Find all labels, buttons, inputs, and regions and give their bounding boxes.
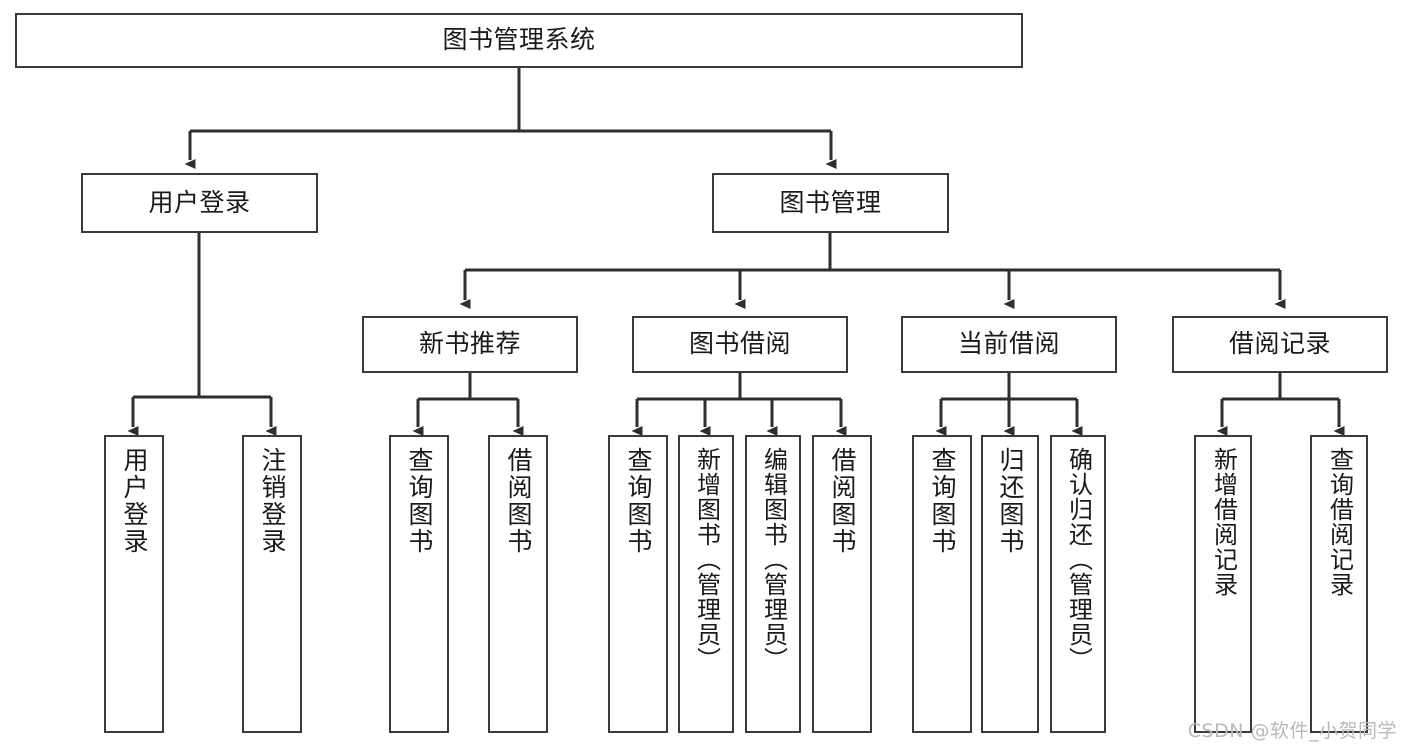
node-book-borrow-label: 图书借阅 (688, 329, 791, 359)
node-borrow-record[interactable]: 借阅记录 (1172, 316, 1388, 373)
node-leaf-return-book[interactable]: 归还图书 (981, 435, 1039, 733)
node-leaf-add-book[interactable]: 新增图书（管理员） (678, 435, 734, 733)
node-leaf-query-record-label: 查询借阅记录 (1325, 447, 1354, 597)
node-leaf-logout-label: 注销登录 (258, 447, 287, 555)
node-leaf-user-login-label: 用户登录 (120, 447, 149, 555)
node-leaf-add-book-label: 新增图书（管理员） (692, 447, 721, 672)
node-leaf-query-book-2-label: 查询图书 (624, 447, 653, 555)
node-leaf-query-book-1[interactable]: 查询图书 (389, 435, 449, 733)
node-leaf-confirm-return[interactable]: 确认归还（管理员） (1050, 435, 1106, 733)
node-current-borrow-label: 当前借阅 (957, 329, 1060, 359)
node-leaf-borrow-book-2-label: 借阅图书 (828, 447, 857, 555)
node-user-login[interactable]: 用户登录 (81, 173, 318, 233)
node-root[interactable]: 图书管理系统 (15, 13, 1023, 68)
node-leaf-query-book-2[interactable]: 查询图书 (608, 435, 668, 733)
node-leaf-query-book-3[interactable]: 查询图书 (912, 435, 972, 733)
node-root-label: 图书管理系统 (442, 25, 596, 55)
node-leaf-user-login[interactable]: 用户登录 (104, 435, 164, 733)
node-leaf-edit-book-label: 编辑图书（管理员） (759, 447, 788, 672)
node-leaf-borrow-book-1[interactable]: 借阅图书 (488, 435, 548, 733)
node-leaf-query-record[interactable]: 查询借阅记录 (1310, 435, 1368, 733)
node-book-borrow[interactable]: 图书借阅 (632, 316, 848, 373)
node-new-book-recommend[interactable]: 新书推荐 (362, 316, 578, 373)
node-current-borrow[interactable]: 当前借阅 (901, 316, 1117, 373)
node-leaf-query-book-1-label: 查询图书 (405, 447, 434, 555)
node-leaf-logout[interactable]: 注销登录 (242, 435, 302, 733)
node-leaf-add-record-label: 新增借阅记录 (1209, 447, 1238, 597)
node-book-manage-label: 图书管理 (779, 187, 882, 217)
node-leaf-query-book-3-label: 查询图书 (928, 447, 957, 555)
node-new-book-recommend-label: 新书推荐 (418, 329, 521, 359)
node-borrow-record-label: 借阅记录 (1228, 329, 1331, 359)
node-leaf-add-record[interactable]: 新增借阅记录 (1194, 435, 1252, 733)
node-user-login-label: 用户登录 (148, 187, 251, 217)
node-book-manage[interactable]: 图书管理 (712, 173, 949, 233)
node-leaf-borrow-book-1-label: 借阅图书 (504, 447, 533, 555)
watermark: CSDN @软件_小贺同学 (1187, 720, 1397, 742)
node-leaf-confirm-return-label: 确认归还（管理员） (1064, 447, 1093, 672)
node-leaf-edit-book[interactable]: 编辑图书（管理员） (745, 435, 801, 733)
node-leaf-return-book-label: 归还图书 (996, 447, 1025, 555)
node-leaf-borrow-book-2[interactable]: 借阅图书 (812, 435, 872, 733)
